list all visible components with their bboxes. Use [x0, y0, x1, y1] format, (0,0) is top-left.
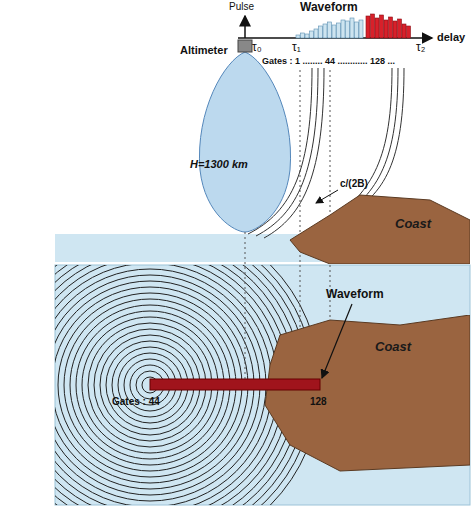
- waveform-bar: [350, 18, 354, 38]
- gate-label: Gates : 44: [112, 396, 160, 408]
- waveform-bar: [328, 22, 332, 38]
- time-label: τ₀: [252, 41, 262, 55]
- waveform-bar: [341, 20, 345, 38]
- time-label: τ₁: [292, 41, 301, 55]
- waveform-title: Waveform: [300, 1, 358, 15]
- gates-label: Gates : 1 ........ 44 ............ 128 .…: [262, 56, 395, 66]
- waveform-bar: [389, 17, 393, 38]
- coast-region: Coast: [285, 190, 470, 264]
- range-ring: [55, 265, 320, 505]
- waveform-bar: [380, 15, 384, 38]
- axis-label: delay: [437, 31, 465, 44]
- coast-outline: [250, 315, 470, 473]
- coast-outline: [285, 190, 470, 264]
- waveform-bar: [314, 29, 318, 38]
- pulse-label: Pulse: [229, 1, 254, 13]
- region-label: Coast: [375, 315, 411, 354]
- waveform-bar: [305, 34, 309, 38]
- waveform-bar: [384, 20, 388, 38]
- waveform-label: Waveform: [326, 288, 384, 302]
- width-arrow: [316, 190, 338, 203]
- region-label: Coast: [395, 190, 431, 231]
- waveform-bar: [375, 18, 379, 38]
- waveform-bar: [319, 26, 323, 38]
- waveform-bar: [346, 21, 350, 38]
- gate-label: 128: [310, 396, 327, 408]
- waveform-bar: [393, 21, 397, 38]
- waveform-bar: [355, 22, 359, 38]
- waveform-bar: [407, 26, 411, 38]
- waveform-bar: [398, 19, 402, 38]
- projection-line: [245, 232, 246, 385]
- waveform-bar: [310, 31, 314, 38]
- waveform-bar: [371, 14, 375, 38]
- altimeter-box: [238, 40, 252, 52]
- altimeter-label: Altimeter: [180, 44, 228, 57]
- waveform-bar: [366, 16, 370, 38]
- height-label: H=1300 km: [190, 158, 248, 171]
- radar-beam: [199, 52, 290, 232]
- waveform-strip: [150, 379, 320, 390]
- waveform-bar: [402, 24, 406, 38]
- waveform-bar: [323, 24, 327, 38]
- waveform-bar: [296, 35, 300, 38]
- leader-line: [322, 304, 352, 378]
- waveform-bar: [332, 25, 336, 38]
- waveform-bar: [301, 33, 305, 38]
- coast-region: Coast: [250, 315, 470, 473]
- pulse-arrow: [244, 16, 246, 38]
- waveform-bar: [337, 23, 341, 38]
- time-label: τ₂: [416, 41, 425, 55]
- waveform-bar: [359, 20, 363, 38]
- range-bin-label: c/(2B): [340, 178, 368, 190]
